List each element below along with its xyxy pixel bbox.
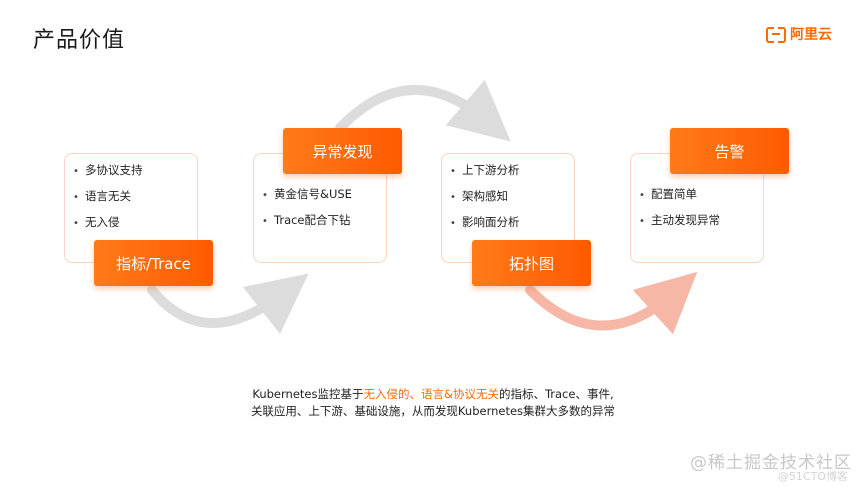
pill-topology: 拓扑图: [472, 240, 591, 286]
watermark-sub: @51CTO博客: [777, 470, 848, 483]
watermark: @稀土掘金技术社区: [690, 453, 852, 473]
description: Kubernetes监控基于无入侵的、语言&协议无关的指标、Trace、事件, …: [0, 386, 866, 420]
card-anomaly-list: 黄金信号&USE Trace配合下钻: [262, 182, 352, 234]
description-highlight: 无入侵的、语言&协议无关: [363, 387, 499, 401]
description-line-1: Kubernetes监控基于无入侵的、语言&协议无关的指标、Trace、事件,: [0, 386, 866, 403]
description-line-2: 关联应用、上下游、基础设施，从而发现Kubernetes集群大多数的异常: [250, 404, 616, 418]
pill-anomaly-detection: 异常发现: [283, 128, 402, 174]
list-item: 无入侵: [73, 210, 143, 236]
list-item: 主动发现异常: [639, 208, 720, 234]
page-title: 产品价值: [33, 28, 126, 53]
arrow-3-to-4: [525, 271, 698, 335]
list-item: 影响面分析: [450, 210, 520, 236]
description-prefix: Kubernetes监控基于: [252, 387, 364, 401]
list-item: 多协议支持: [73, 158, 143, 184]
list-item: 配置简单: [639, 182, 720, 208]
card-topology-list: 上下游分析 架构感知 影响面分析: [450, 158, 520, 236]
pill-metrics-trace: 指标/Trace: [94, 240, 213, 286]
list-item: Trace配合下钻: [262, 208, 352, 234]
aliyun-logo: 阿里云: [766, 24, 832, 44]
description-suffix: 的指标、Trace、事件,: [498, 387, 614, 401]
card-alert-list: 配置简单 主动发现异常: [639, 182, 720, 234]
card-metrics-list: 多协议支持 语言无关 无入侵: [73, 158, 143, 236]
list-item: 上下游分析: [450, 158, 520, 184]
list-item: 黄金信号&USE: [262, 182, 352, 208]
arrow-2-to-3: [335, 79, 511, 142]
logo-text: 阿里云: [790, 27, 832, 43]
arrow-1-to-2: [147, 273, 309, 335]
list-item: 语言无关: [73, 184, 143, 210]
aliyun-logo-icon: [766, 27, 786, 43]
list-item: 架构感知: [450, 184, 520, 210]
pill-alert: 告警: [670, 128, 789, 174]
